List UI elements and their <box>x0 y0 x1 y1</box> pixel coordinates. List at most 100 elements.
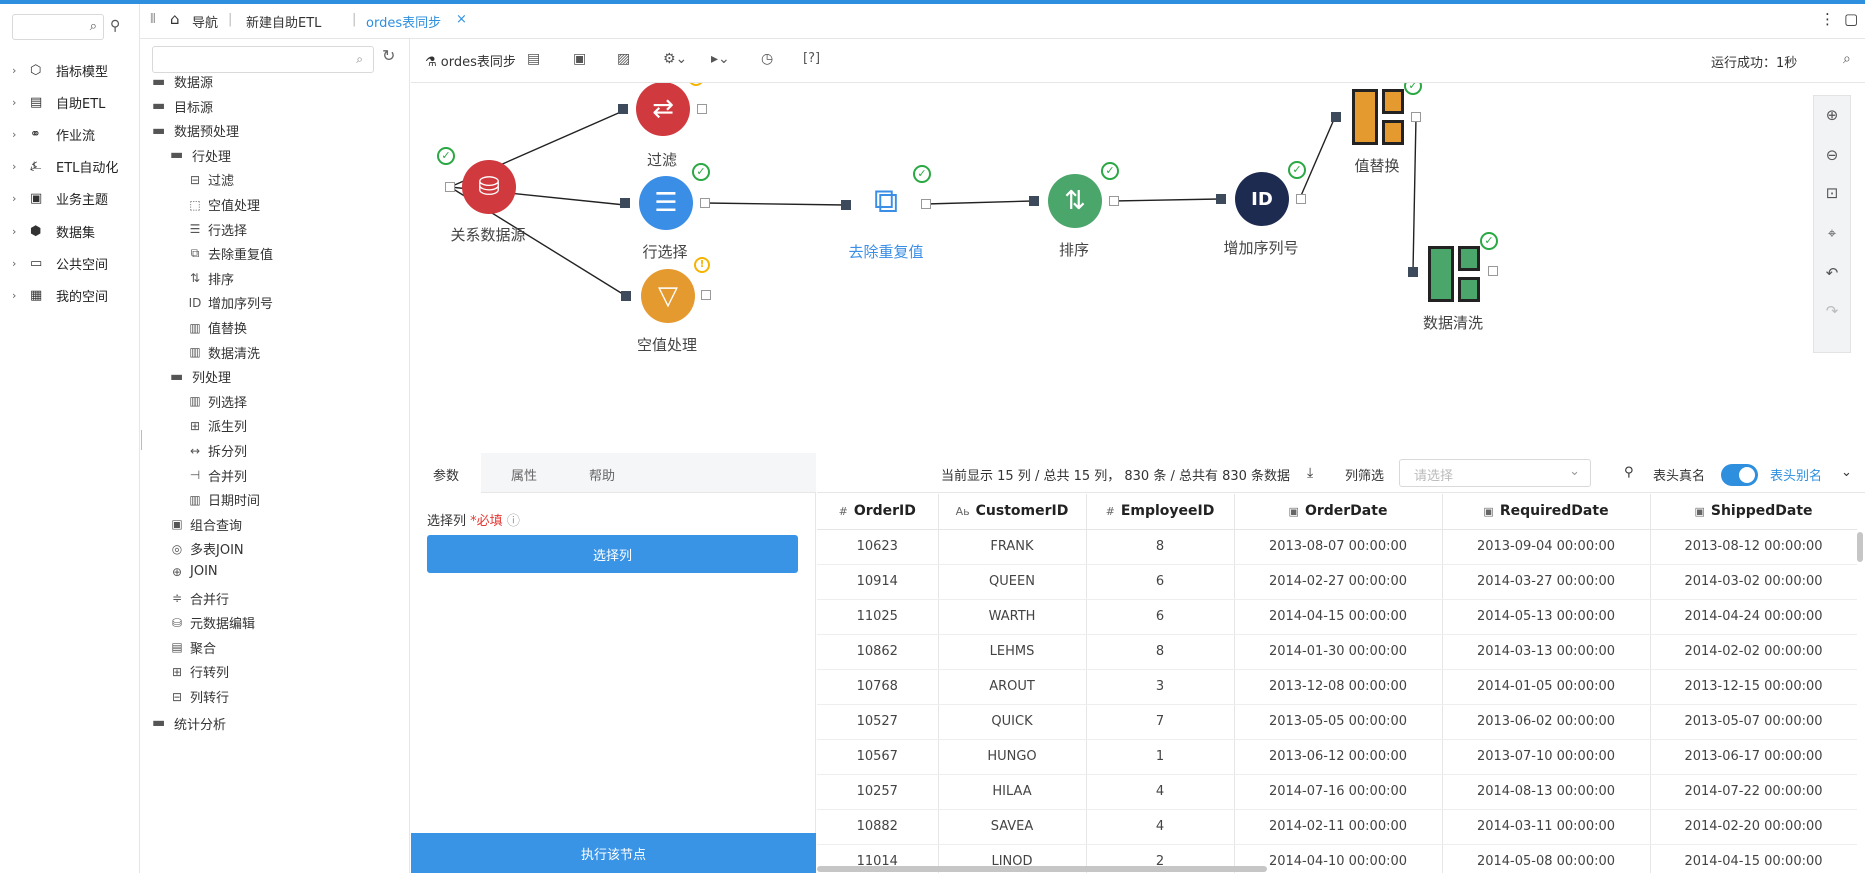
output-port[interactable] <box>700 198 710 208</box>
input-port[interactable] <box>618 104 628 114</box>
column-filter-select[interactable]: 请选择⌄ <box>1399 459 1591 487</box>
nav-item[interactable]: ›⍼ETL自动化 <box>0 149 140 185</box>
save-icon[interactable]: ▣ <box>573 51 587 67</box>
output-port[interactable] <box>1411 112 1421 122</box>
more-icon[interactable]: ⋮ <box>1820 10 1835 28</box>
tree-item[interactable]: ⊟过滤 <box>186 170 234 190</box>
select-columns-button[interactable]: 选择列 <box>427 535 798 573</box>
column-header[interactable]: ▣RequiredDate <box>1442 494 1651 530</box>
tree-item[interactable]: ▬列处理 <box>170 367 231 387</box>
tree-item[interactable]: ▥日期时间 <box>186 490 260 510</box>
tab-navigation[interactable]: 导航 <box>192 16 219 31</box>
tree-item[interactable]: ▬目标源 <box>152 97 213 116</box>
output-port[interactable] <box>445 182 455 192</box>
tree-item[interactable]: ▥数据清洗 <box>186 343 260 362</box>
output-port[interactable] <box>701 290 711 300</box>
close-icon[interactable]: × <box>456 12 467 27</box>
flow-canvas[interactable]: ⛁ 关系数据源 ✓ ⇄ 过滤 ! ☰ 行选择 ✓ ▽ 空值处理 ! ⧉ 去除重复… <box>411 83 1865 453</box>
tree-item[interactable]: ▬数据预处理 <box>152 121 239 141</box>
input-port[interactable] <box>620 198 630 208</box>
schedule-icon[interactable]: ◷ <box>761 51 774 67</box>
input-port[interactable] <box>1408 267 1418 277</box>
nav-item[interactable]: ›▭公共空间 <box>0 245 140 281</box>
input-port[interactable] <box>1029 196 1039 206</box>
tab-active[interactable]: ordes表同步 <box>366 16 442 31</box>
tree-item[interactable]: ⊕JOIN <box>168 564 218 579</box>
tree-item[interactable]: ≑合并行 <box>168 589 229 608</box>
zoom-in-icon[interactable]: ⊕ <box>1825 106 1839 124</box>
window-icon[interactable]: ▢ <box>1844 10 1859 28</box>
tree-item[interactable]: ⇅排序 <box>186 269 234 288</box>
undo-icon[interactable]: ↶ <box>1825 264 1839 282</box>
tree-item[interactable]: ↔拆分列 <box>186 441 247 461</box>
input-port[interactable] <box>1216 194 1226 204</box>
tab-help[interactable]: 帮助 <box>589 469 616 484</box>
output-port[interactable] <box>1296 194 1306 204</box>
home-icon[interactable]: ⌂ <box>170 10 180 28</box>
input-port[interactable] <box>1331 112 1341 122</box>
tree-item[interactable]: ☰行选择 <box>186 220 247 239</box>
tree-item[interactable]: ▬数据源 <box>152 72 213 92</box>
tree-item[interactable]: ⊣合并列 <box>186 466 247 485</box>
tab-params[interactable]: 参数 <box>411 453 482 493</box>
tree-item[interactable]: ▣组合查询 <box>168 515 242 534</box>
save-as-icon[interactable]: ▨ <box>617 51 631 67</box>
tree-item[interactable]: ◎多表JOIN <box>168 539 244 559</box>
output-port[interactable] <box>697 104 707 114</box>
tree-item[interactable]: ▥值替换 <box>186 318 247 338</box>
nav-item[interactable]: ›▤自助ETL <box>0 84 140 120</box>
nav-item[interactable]: ›▣业务主题 <box>0 181 140 217</box>
output-port[interactable] <box>1109 196 1119 206</box>
column-header[interactable]: #OrderID <box>817 494 939 530</box>
collapse-icon[interactable]: ⦀ <box>150 12 156 27</box>
tree-item[interactable]: ⊞派生列 <box>186 416 247 436</box>
nav-item[interactable]: ›▦我的空间 <box>0 277 140 313</box>
nav-item[interactable]: ›⚭作业流 <box>0 116 140 152</box>
zoom-out-icon[interactable]: ⊖ <box>1825 146 1839 164</box>
panel-splitter[interactable] <box>141 430 142 450</box>
settings-dropdown-icon[interactable]: ⚙⌄ <box>663 51 688 67</box>
download-icon[interactable]: ⤓ <box>1307 465 1314 481</box>
tree-item[interactable]: ⛁元数据编辑 <box>168 613 255 633</box>
locate-icon[interactable]: ⌖ <box>1827 224 1837 242</box>
nav-item[interactable]: ›⬡指标模型 <box>0 52 140 88</box>
question-icon[interactable]: ⓘ <box>506 514 520 529</box>
tab-new-etl[interactable]: 新建自助ETL <box>246 16 322 31</box>
output-port[interactable] <box>1488 266 1498 276</box>
tree-item[interactable]: ▤聚合 <box>168 638 216 657</box>
tree-item[interactable]: ▬行处理 <box>170 146 231 165</box>
properties-icon[interactable]: ▤ <box>527 51 541 67</box>
execute-node-button[interactable]: 执行该节点 <box>411 833 816 873</box>
column-header[interactable]: #EmployeeID <box>1086 494 1235 530</box>
log-search-icon[interactable]: ⌕ <box>1843 51 1851 67</box>
vertical-scrollbar[interactable] <box>1857 532 1863 562</box>
run-dropdown-icon[interactable]: ▸⌄ <box>711 51 730 67</box>
column-header[interactable]: ▣ShippedDate <box>1650 494 1857 530</box>
input-port[interactable] <box>621 291 631 301</box>
nav-search-input[interactable]: ⌕ <box>12 14 104 40</box>
tree-item[interactable]: ⧉去除重复值 <box>186 244 273 263</box>
tree-item[interactable]: ⬚空值处理 <box>186 195 260 215</box>
column-header[interactable]: ▣OrderDate <box>1234 494 1443 530</box>
refresh-icon[interactable]: ↻ <box>382 46 396 65</box>
redo-icon[interactable]: ↷ <box>1825 302 1839 320</box>
tree-item[interactable]: ⊞行转列 <box>168 662 229 682</box>
header-name-toggle[interactable] <box>1721 464 1758 486</box>
input-port[interactable] <box>841 200 851 210</box>
fit-view-icon[interactable]: ⊡ <box>1825 184 1839 202</box>
output-port[interactable] <box>921 199 931 209</box>
collapse-chevron-icon[interactable]: ⌄ <box>1841 465 1852 480</box>
tab-attributes[interactable]: 属性 <box>511 469 538 484</box>
